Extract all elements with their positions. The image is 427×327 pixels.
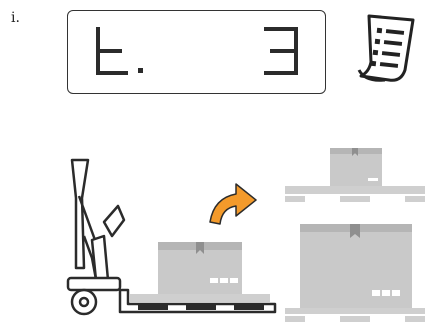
cardboard-box-icon — [158, 242, 242, 294]
pallet-icon — [130, 294, 270, 310]
stacked-box-large — [300, 224, 412, 308]
stacked-box-small — [330, 148, 382, 186]
pallet-bottom — [285, 308, 425, 322]
move-arrow-icon — [210, 184, 256, 224]
display-digit-left — [98, 29, 143, 73]
weighing-scene — [0, 140, 427, 327]
display-digit-right — [266, 29, 296, 73]
step-number: i. — [11, 10, 20, 26]
pallet-top — [285, 186, 425, 202]
display-segments — [68, 11, 325, 93]
scale-display — [67, 10, 326, 94]
receipt-printer-icon — [355, 10, 419, 90]
